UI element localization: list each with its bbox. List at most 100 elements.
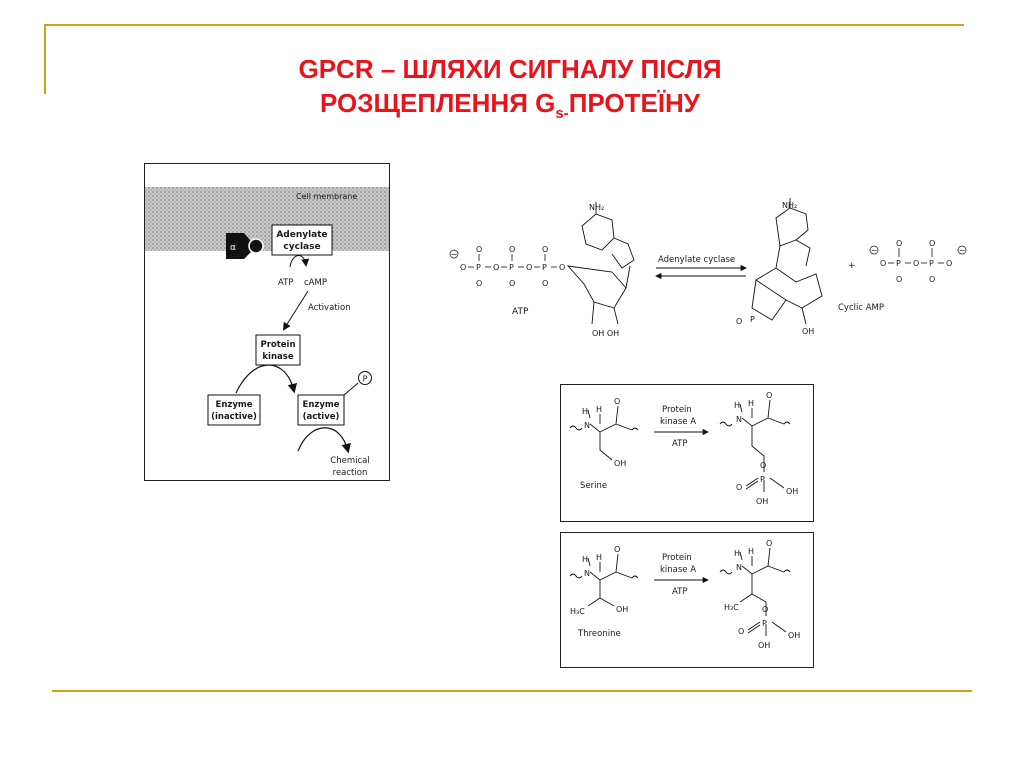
slide-title: GPCR – ШЛЯХИ СИГНАЛУ ПІСЛЯ РОЗЩЕПЛЕННЯ G… <box>120 52 900 131</box>
svg-text:O: O <box>559 263 565 272</box>
enzyme-inactive-box <box>207 394 261 426</box>
svg-text:O: O <box>946 259 952 268</box>
pthr-oh2: OH <box>758 641 770 650</box>
phosphoserine-structure <box>719 399 791 492</box>
bottom-border-line <box>52 690 972 692</box>
thr-h2: H <box>596 553 602 562</box>
svg-text:−: − <box>959 246 966 255</box>
svg-text:P: P <box>476 263 481 272</box>
serine-h2: H <box>596 405 602 414</box>
svg-text:O: O <box>896 275 902 284</box>
title-line-2-post: ПРОТЕЇНУ <box>568 88 700 118</box>
threonine-enzyme-1: Protein <box>662 553 692 563</box>
camp-p: P <box>750 315 755 324</box>
adenylate-cyclase-box <box>271 224 333 256</box>
pthr-o: O <box>766 539 772 548</box>
chemical-reaction-label-2: reaction <box>333 468 368 478</box>
pthr-p: P <box>762 619 767 628</box>
svg-text:−: − <box>871 246 878 255</box>
phosphate-circle <box>358 371 372 385</box>
membrane-label: Cell membrane <box>296 192 357 201</box>
top-border-line <box>44 24 964 26</box>
serine-phosphorylation-box: H N H O OH Serine Protein kinase A ATP H… <box>560 384 814 522</box>
signaling-pathway-diagram: Cell membrane α Adenylate cyclase ATP cA… <box>144 163 390 481</box>
thr-h3c: H₃C <box>570 607 585 616</box>
svg-text:O: O <box>509 245 515 254</box>
atp-triphosphate: − O P O O O P O O O P O O O <box>449 245 565 288</box>
camp-structure <box>751 198 823 325</box>
thr-n: N <box>584 569 590 578</box>
pser-p: P <box>760 475 765 484</box>
activation-label: Activation <box>308 303 351 313</box>
thr-oh: OH <box>616 605 628 614</box>
chemical-reaction-label-1: Chemical <box>330 456 369 466</box>
serine-atp: ATP <box>672 439 687 449</box>
protein-kinase-label-2: kinase <box>262 352 293 362</box>
cyclic-amp-label: Cyclic AMP <box>838 303 884 313</box>
pser-o2: O <box>760 461 766 470</box>
svg-text:P: P <box>929 259 934 268</box>
phosphate-label: P <box>363 375 368 384</box>
pyrophosphate: − O P O O O P O O O − <box>869 239 967 284</box>
phosphate-link <box>343 382 359 396</box>
camp-label: cAMP <box>304 278 327 288</box>
title-line-2-pre: РОЗЩЕПЛЕННЯ G <box>320 88 556 118</box>
svg-text:O: O <box>929 239 935 248</box>
enzyme-inactive-label-2: (inactive) <box>211 412 257 422</box>
serine-o: O <box>614 397 620 406</box>
chemical-reaction-curve <box>297 427 351 454</box>
svg-text:P: P <box>509 263 514 272</box>
thr-h1: H <box>582 555 588 564</box>
pthr-h3c: H₃C <box>724 603 739 612</box>
threonine-label: Threonine <box>577 629 621 639</box>
pthr-o2: O <box>762 605 768 614</box>
svg-text:O: O <box>542 279 548 288</box>
svg-text:O: O <box>493 263 499 272</box>
adenylate-cyclase-enzyme: Adenylate cyclase <box>658 255 735 265</box>
threonine-phosphorylation-box: H N H O H₃C OH Threonine Protein kinase … <box>560 532 814 668</box>
pser-n: N <box>736 415 742 424</box>
pser-h1: H <box>734 401 740 410</box>
camp-nh2: NH₂ <box>782 201 797 210</box>
threonine-atp: ATP <box>672 587 687 597</box>
serine-n: N <box>584 421 590 430</box>
serine-structure <box>569 405 639 461</box>
activation-arrow <box>282 290 309 331</box>
atp-to-camp-curve <box>289 255 310 268</box>
pser-h2: H <box>748 399 754 408</box>
svg-text:O: O <box>509 279 515 288</box>
title-line-2-sub: s- <box>555 105 569 123</box>
phosphothreonine-structure <box>719 547 791 636</box>
protein-kinase-label-1: Protein <box>260 340 295 350</box>
pser-o3: O <box>736 483 742 492</box>
svg-text:O: O <box>476 279 482 288</box>
protein-kinase-box <box>255 334 301 366</box>
pser-o: O <box>766 391 772 400</box>
cell-membrane <box>145 187 389 251</box>
atp-label: ATP <box>278 278 293 288</box>
svg-text:P: P <box>542 263 547 272</box>
serine-enzyme-2: kinase A <box>660 417 696 427</box>
svg-text:O: O <box>913 259 919 268</box>
kinase-activation-curve <box>235 364 298 394</box>
adenylate-cyclase-label-1: Adenylate <box>276 230 327 240</box>
camp-oh: OH <box>802 327 814 336</box>
pthr-n: N <box>736 563 742 572</box>
atp-label: ATP <box>512 307 529 317</box>
left-border-line <box>44 24 46 94</box>
svg-text:O: O <box>880 259 886 268</box>
gtp-circle <box>248 238 264 254</box>
pthr-h1: H <box>734 549 740 558</box>
svg-text:O: O <box>460 263 466 272</box>
serine-label: Serine <box>580 481 607 491</box>
pser-oh1: OH <box>786 487 798 496</box>
camp-o: O <box>736 317 742 326</box>
plus-sign: + <box>848 261 856 271</box>
threonine-structure <box>569 553 639 607</box>
threonine-enzyme-2: kinase A <box>660 565 696 575</box>
serine-enzyme-1: Protein <box>662 405 692 415</box>
enzyme-active-label-2: (active) <box>303 412 340 422</box>
svg-text:O: O <box>929 275 935 284</box>
svg-text:P: P <box>896 259 901 268</box>
adenylate-cyclase-label-2: cyclase <box>283 242 320 252</box>
